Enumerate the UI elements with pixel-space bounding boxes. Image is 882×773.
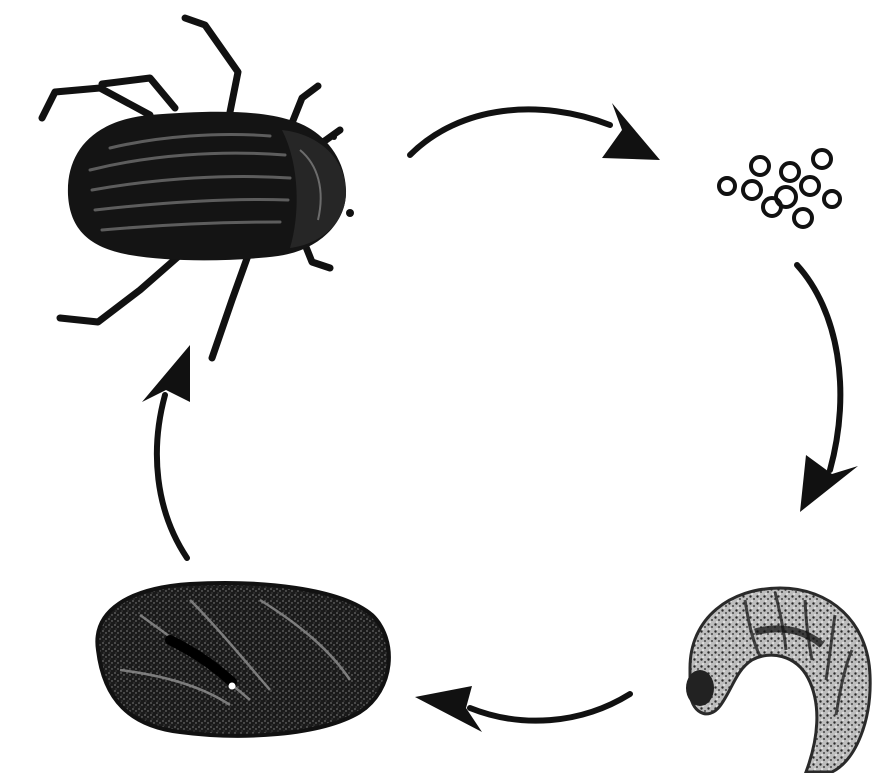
adult-beetle-icon [42,18,354,358]
arrow-pupa-to-adult [142,345,190,558]
arrow-eggs-to-larva [797,265,858,512]
arrow-larva-to-pupa [415,686,630,732]
eggs-icon [719,150,840,227]
pupa-icon [97,583,389,736]
larva-grub-icon [686,588,870,772]
arrow-adult-to-eggs [410,103,660,160]
